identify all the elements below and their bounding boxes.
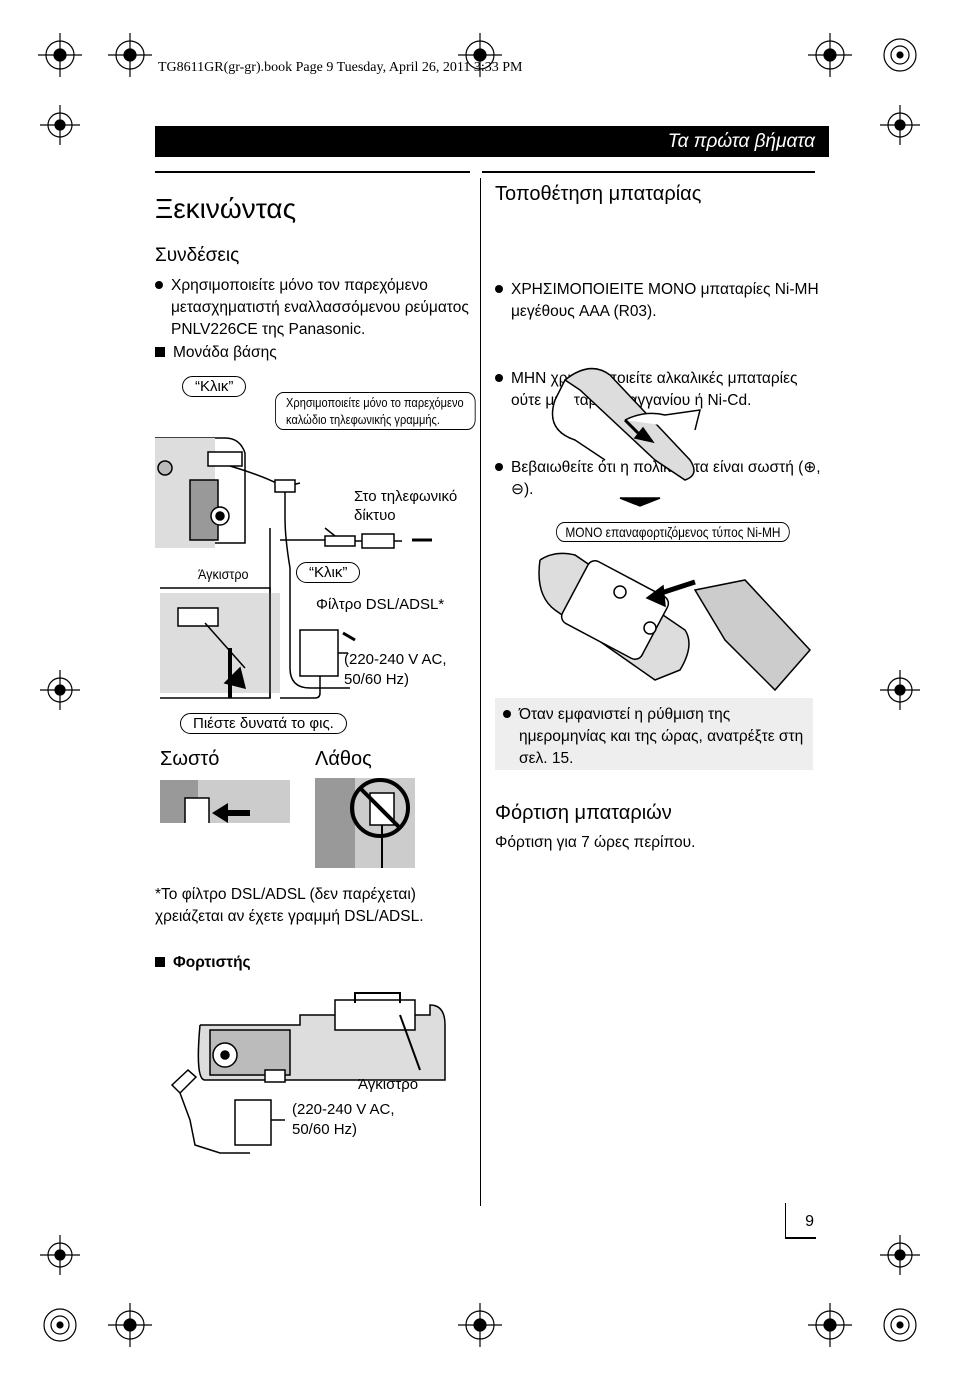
filter-label: Φίλτρο DSL/ADSL* [316,596,445,613]
connections-heading: Συνδέσεις [155,245,240,266]
date-bullet: Όταν εμφανιστεί η ρύθμιση της ημερομηνία… [503,704,819,770]
click-callout-1: “Κλικ” [182,376,247,397]
right-column-rule [482,171,815,173]
page-number: 9 [805,1213,814,1230]
power-label: (220-240 V AC, 50/60 Hz) [344,651,447,688]
crosshair-mark [38,33,82,77]
base-unit-text: Μονάδα βάσης [173,344,277,361]
charger-label: Φορτιστής [155,952,251,974]
crosshair-mark [458,33,502,77]
phone-cord [229,465,350,689]
prohibited-icon [350,778,410,838]
square-bullet-icon [155,957,165,967]
crosshair-mark [880,105,920,145]
crosshair-mark [880,670,920,710]
book-header: TG8611GR(gr-gr).book Page 9 Tuesday, Apr… [158,60,523,75]
square-bullet-icon [155,347,165,357]
charging-heading: Φόρτιση μπαταριών [495,802,672,824]
charger-text: Φορτιστής [173,954,251,971]
connections-bullet: Χρησιμοποιείτε μόνο τον παρεχόμενο μετασ… [155,275,471,341]
section-title-bar: Τα πρώτα βήματα [155,126,829,157]
charger-figure [170,992,446,1154]
crosshair-mark [40,1235,80,1275]
crosshair-mark [808,1303,852,1347]
correct-label: Σωστό [160,748,220,770]
crosshair-mark [458,1303,502,1347]
battery-heading: Τοποθέτηση μπαταρίας [495,183,702,205]
crosshair-mark [883,1308,917,1342]
base-unit-outline [155,437,246,544]
rechargeable-note-callout: ΜΟΝΟ επαναφορτιζόμενος τύπος Ni-MH [556,522,790,542]
battery-bullet-1: ΧΡΗΣΙΜΟΠΟΙΕΙΤΕ ΜΟΝΟ μπαταρίες Ni-MH μεγέ… [495,279,826,323]
page-heading: Ξεκινώντας [155,193,297,224]
page-number-box: 9 [785,1203,816,1239]
crosshair-mark [40,105,80,145]
wrong-label: Λάθος [315,748,372,770]
crosshair-mark [108,1303,152,1347]
charging-text: Φόρτιση για 7 ώρες περίπου. [495,834,696,851]
date-note-box: Όταν εμφανιστεί η ρύθμιση της ημερομηνία… [495,698,813,770]
crosshair-mark [40,670,80,710]
base-unit-connection-figure [155,437,432,823]
crosshair-mark [883,38,917,72]
crosshair-mark [880,1235,920,1275]
column-divider [480,178,481,1206]
wrong-illustration [315,778,415,868]
click-callout-2: “Κλικ” [296,562,361,583]
hook-label: Άγκιστρο [198,566,249,582]
crosshair-mark [108,33,152,77]
battery-insertion-figure [538,367,812,692]
base-unit-label: Μονάδα βάσης [155,342,277,364]
crosshair-mark [808,33,852,77]
cord-note-callout: Χρησιμοποιείτε μόνο το παρεχόμενο καλώδι… [275,392,476,430]
crosshair-mark [43,1308,77,1342]
correct-illustration [160,780,290,823]
to-network-label: Στο τηλεφωνικό δίκτυο [354,488,458,524]
charger-hook-label: Άγκιστρο [358,1076,419,1093]
charger-power-label: (220-240 V AC, 50/60 Hz) [292,1101,395,1138]
dsl-footnote: *Το φίλτρο DSL/ADSL (δεν παρέχεται) χρει… [155,886,424,925]
press-plug-callout: Πιέστε δυνατά το φις. [180,713,347,734]
left-column-rule [155,171,470,173]
